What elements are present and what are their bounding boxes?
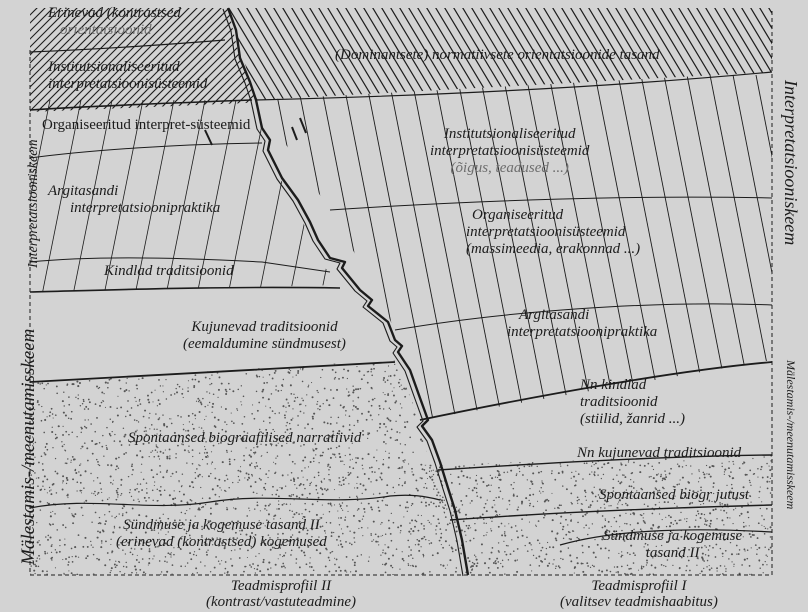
right-argi-line1: Argitasandi [519,307,657,324]
profile-ii-caption: Teadmisprofiil II (kontrast/vastuteadmin… [206,578,356,610]
left-synd-line2: (erinevad (kontrastsed) kogemused [116,534,327,551]
right-argi-line2: interpretatsioonipraktika [507,324,657,341]
left-erinevad-line1: Erinevad (kontrastsed [48,5,181,22]
right-inst-line3: (õigus, teadused ...) [430,160,589,177]
left-kindlad-label: Kindlad traditsioonid [104,263,234,280]
left-kuj-line1: Kujunevad traditsioonid [183,319,346,336]
right-synd-line2: tasand II [603,545,742,562]
left-synd-line1: Sündmuse ja kogemuse tasand II [116,517,327,534]
right-nn-kindlad-label: Nn kindlad traditsioonid (stiilid, žanri… [580,377,685,428]
right-organiseeritud-label: Organiseeritud interpretatsioonisüsteemi… [472,207,640,258]
right-org-line1: Organiseeritud [472,207,640,224]
profile-i-subtitle: (valitsev teadmishaabitus) [560,594,718,610]
left-argi-line1: Argitasandi [48,183,220,200]
right-argitasandi-label: Argitasandi interpretatsioonipraktika [519,307,657,341]
left-kujunevad-label: Kujunevad traditsioonid (eemaldumine sün… [183,319,346,353]
left-spontaansed-label: Spontaansed biograafilised narratiivid [128,430,361,447]
tick-mark-3 [292,127,297,140]
left-kuj-line2: (eemaldumine sündmusest) [183,336,346,353]
left-erinevad-line2: orientatsioonid [48,22,181,39]
right-institutsionaliseeritud-label: Institutsionaliseeritud interpretatsioon… [430,126,589,177]
right-dominantsete-label: (Dominantsete) normatiivsete orientatsio… [335,47,660,64]
profile-ii-title: Teadmisprofiil II [206,578,356,594]
right-org-line2: interpretatsioonisüsteemid [466,224,640,241]
left-syndmuse-label: Sündmuse ja kogemuse tasand II (erinevad… [116,517,327,551]
right-nnk-line3: (stiilid, žanrid ...) [580,411,685,428]
profile-ii-subtitle: (kontrast/vastuteadmine) [206,594,356,610]
central-fault-line [228,8,468,575]
right-inst-line2: interpretatsioonisüsteemid [430,143,589,160]
left-erinevad-label: Erinevad (kontrastsed orientatsioonid [48,5,181,39]
right-interpretation-scheme-label: Interpretatsiooniskeem [780,80,801,245]
right-synd-line1: Sündmuse ja kogemuse [603,528,742,545]
left-inst-line2: interpretatsioonisüsteemid [48,76,207,93]
left-boundary-5 [30,287,340,292]
left-memory-scheme-label: Mälestamis-/meenutamisskeem [18,329,40,565]
left-organiseeritud-label: Organiseeritud interpret-süsteemid [42,117,250,134]
left-argitasandi-label: Argitasandi interpretatsioonipraktika [48,183,220,217]
right-org-line3: (massimeedia, erakonnad ...) [466,241,640,258]
right-spontaansed-label: Spontaansed biogr jutust [599,487,749,504]
left-boundary-6 [30,362,395,382]
right-boundary-6 [450,505,772,520]
left-interpretation-scheme-label: Interpretatsiooniskeem [26,139,42,268]
right-nnk-line2: traditsioonid [580,394,685,411]
right-inst-line1: Institutsionaliseeritud [430,126,589,143]
profile-i-title: Teadmisprofiil I [560,578,718,594]
right-memory-scheme-label: Mälestamis-/meenutamisskeem [783,360,798,509]
left-inst-line1: Institutsionaliseeritud [48,59,207,76]
right-nnk-line1: Nn kindlad [580,377,685,394]
profile-i-caption: Teadmisprofiil I (valitsev teadmishaabit… [560,578,718,610]
right-nn-kujunevad-label: Nn kujunevad traditsioonid [577,445,741,462]
left-institutsionaliseeritud-label: Institutsionaliseeritud interpretatsioon… [48,59,207,93]
right-syndmuse-label: Sündmuse ja kogemuse tasand II [603,528,742,562]
left-argi-line2: interpretatsioonipraktika [48,200,220,217]
